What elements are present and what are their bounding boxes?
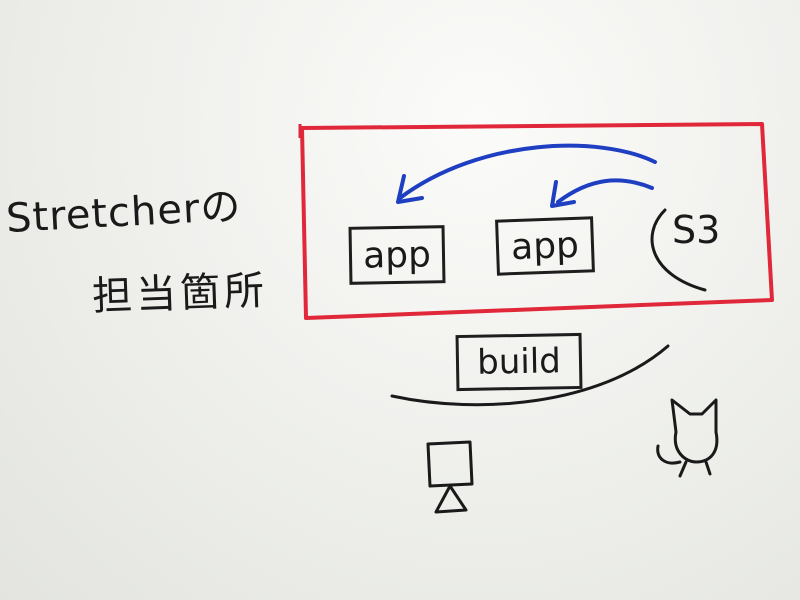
- s3-node-label: S3: [672, 208, 721, 252]
- app-node-1: app: [348, 225, 446, 285]
- stretcher-label: Stretcherの: [5, 183, 243, 242]
- responsibility-label: 担当箇所: [91, 267, 269, 320]
- github-octocat-icon: [656, 398, 719, 478]
- deploy-arrow-to-app2: [556, 178, 654, 204]
- app-node-1-label: app: [362, 233, 432, 277]
- build-node-label: build: [476, 341, 562, 383]
- deploy-arrow-to-app1: [398, 143, 657, 200]
- app-node-2-label: app: [510, 224, 580, 268]
- computer-user-icon: [426, 440, 474, 514]
- app-node-2: app: [495, 216, 595, 276]
- build-node: build: [455, 332, 583, 392]
